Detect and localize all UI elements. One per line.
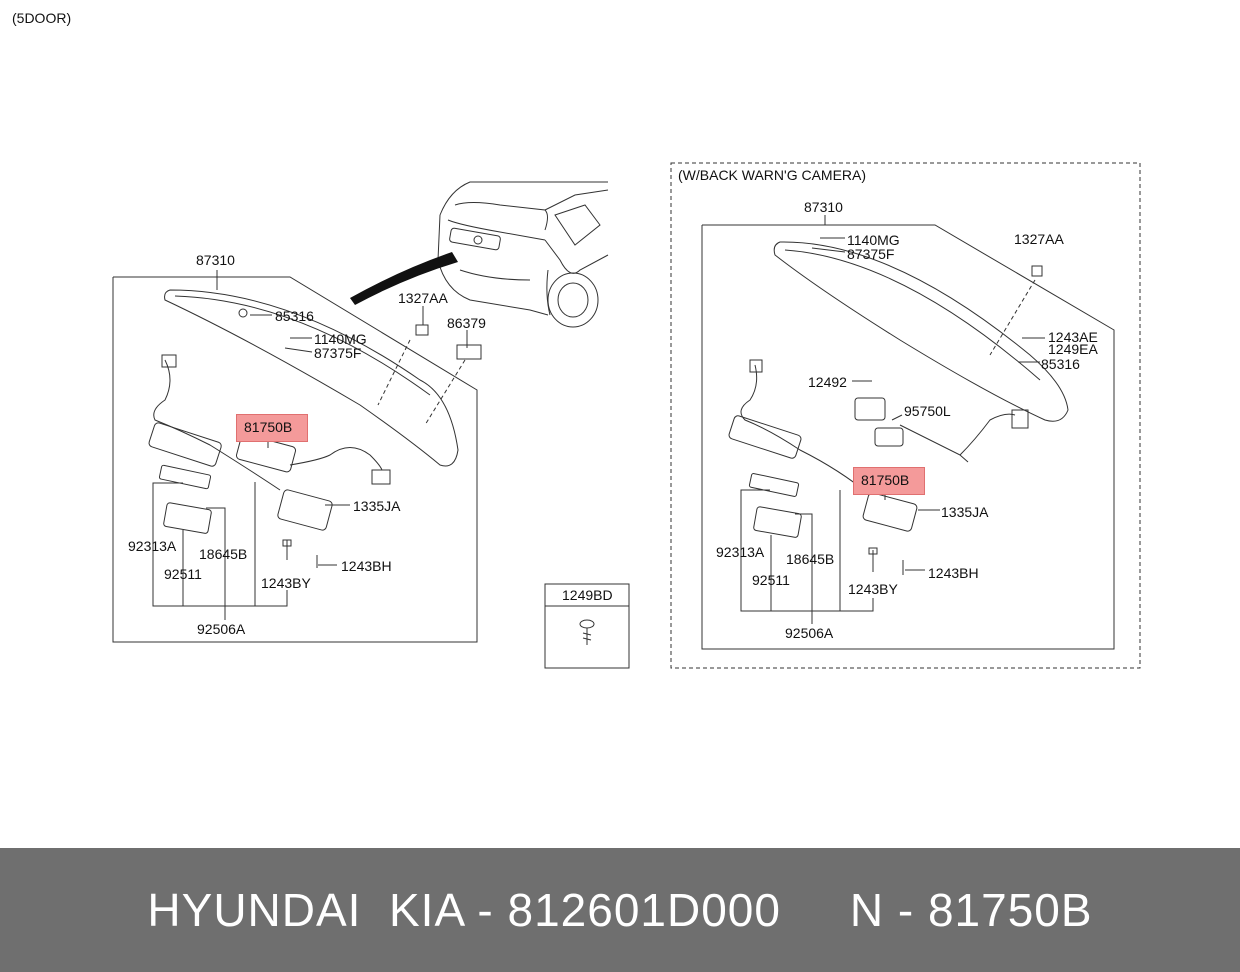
- label-1335ja: 1335JA: [353, 498, 401, 514]
- label-1327aa-right: 1327AA: [1014, 231, 1064, 247]
- highlight-81750b-right: [853, 467, 925, 495]
- label-92506a-right: 92506A: [785, 625, 834, 641]
- label-1243ae: 1243AE: [1048, 329, 1098, 345]
- screw-box-frame: [544, 583, 630, 669]
- label-92313a: 92313A: [128, 538, 177, 554]
- label-81750b-left: 81750B: [244, 419, 293, 435]
- label-85316-right: 85316: [1041, 356, 1080, 372]
- label-1249bd: 1249BD: [562, 587, 613, 603]
- label-85316: 85316: [275, 308, 314, 324]
- camera-variant-title: (W/BACK WARN'G CAMERA): [678, 167, 867, 183]
- left-harness: [153, 359, 281, 491]
- parts-diagram: [112, 162, 1141, 669]
- label-87310-right: 87310: [804, 199, 843, 215]
- variant-label: (5DOOR): [12, 10, 72, 26]
- label-95750l: 95750L: [904, 403, 951, 419]
- label-81750b-right: 81750B: [861, 472, 910, 488]
- part-number-footer: HYUNDAI KIA - 812601D000 N - 81750B: [0, 848, 1240, 972]
- footer-text: HYUNDAI KIA - 812601D000 N - 81750B: [147, 884, 1093, 936]
- right-panel-frame: [701, 224, 1115, 650]
- highlight-81750b-left: [236, 414, 308, 442]
- label-1243bh: 1243BH: [341, 558, 392, 574]
- label-1327aa: 1327AA: [398, 290, 448, 306]
- right-garnish: [773, 241, 1069, 422]
- label-92511: 92511: [164, 566, 202, 582]
- left-panel-frame: [112, 276, 478, 643]
- left-garnish: [164, 289, 459, 467]
- label-18645b-right: 18645B: [786, 551, 835, 567]
- label-12492: 12492: [808, 374, 847, 390]
- right-dashed-frame: [670, 162, 1141, 669]
- label-18645b: 18645B: [199, 546, 248, 562]
- label-1140mg: 1140MG: [314, 331, 367, 347]
- label-1249ea: 1249EA: [1048, 341, 1098, 357]
- label-1243bh-right: 1243BH: [928, 565, 979, 581]
- car-rear-sketch: [437, 181, 609, 328]
- label-87310: 87310: [196, 252, 235, 268]
- right-harness: [740, 364, 871, 496]
- label-1243by-right: 1243BY: [848, 581, 898, 597]
- pointer-arrow: [350, 252, 458, 305]
- label-1335ja-right: 1335JA: [941, 504, 989, 520]
- label-92313a-right: 92313A: [716, 544, 765, 560]
- label-86379: 86379: [447, 315, 486, 331]
- label-87375f-right: 87375F: [847, 246, 895, 262]
- label-1243by: 1243BY: [261, 575, 311, 591]
- label-92506a: 92506A: [197, 621, 246, 637]
- label-87375f: 87375F: [314, 345, 362, 361]
- label-92511-right: 92511: [752, 572, 790, 588]
- label-1140mg-right: 1140MG: [847, 232, 900, 248]
